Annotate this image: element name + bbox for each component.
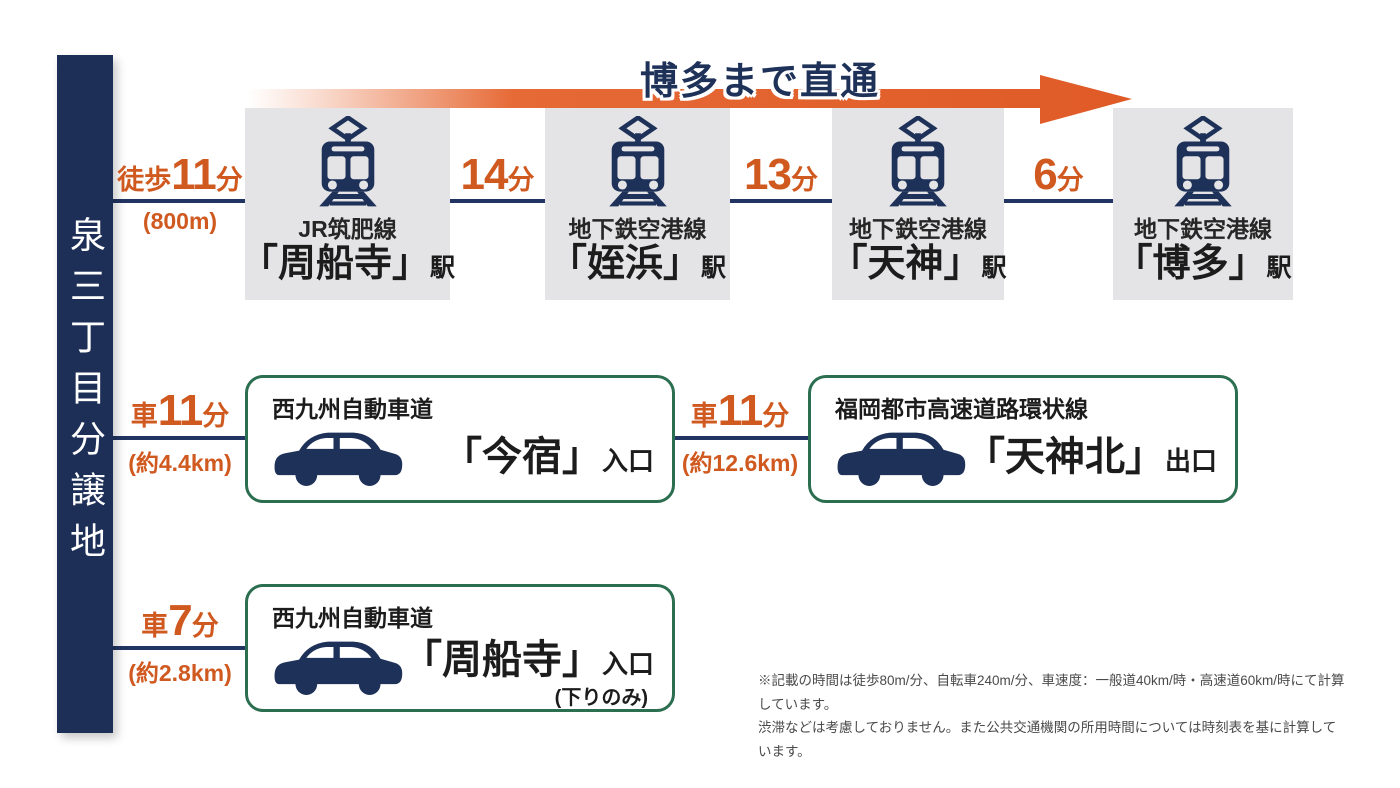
station-line-name: 地下鉄空港線 bbox=[849, 216, 987, 242]
segment-time-1: 14分 bbox=[460, 150, 535, 199]
station-name: 「周船寺」駅 bbox=[239, 243, 456, 285]
segment-time-2: 13分 bbox=[744, 150, 818, 199]
station-name: 「姪浜」駅 bbox=[548, 243, 727, 285]
station-block-meinohama: 地下鉄空港線 「姪浜」駅 bbox=[545, 108, 730, 300]
walk-distance-label: (800m) bbox=[142, 208, 218, 234]
station-block-shusenji: JR筑肥線 「周船寺」駅 bbox=[240, 108, 455, 300]
car-box-shusenji: 西九州自動車道 「周船寺」入口 (下りのみ) bbox=[245, 584, 675, 712]
car-route1-line-a bbox=[113, 436, 248, 440]
arrow-graphic bbox=[248, 75, 1132, 124]
car3-distance-label: (約2.8km) bbox=[128, 660, 232, 686]
station-block-hakata: 地下鉄空港線 「博多」駅 bbox=[1113, 108, 1293, 300]
direct-banner-title: 博多まで直通 bbox=[639, 61, 880, 103]
car-box-imajuku: 西九州自動車道 「今宿」入口 bbox=[245, 375, 675, 503]
station-block-tenjin: 地下鉄空港線 「天神」駅 bbox=[829, 108, 1007, 300]
site-name-bar: 泉三丁目分譲地 bbox=[57, 55, 113, 733]
station-line-name: 地下鉄空港線 bbox=[1134, 216, 1272, 242]
train-icon bbox=[608, 116, 667, 207]
road-name: 西九州自動車道 bbox=[272, 396, 433, 422]
car1-distance-label: (約4.4km) bbox=[128, 450, 232, 476]
exit-name: 「天神北」出口 bbox=[964, 435, 1217, 479]
road-name: 福岡都市高速道路環状線 bbox=[835, 396, 1088, 422]
entrance-note: (下りのみ) bbox=[554, 687, 648, 709]
station-line-name: 地下鉄空港線 bbox=[568, 216, 707, 242]
car-icon bbox=[274, 432, 403, 486]
station-line-name: JR筑肥線 bbox=[298, 216, 397, 242]
segment-time-3: 6分 bbox=[1033, 150, 1084, 199]
direct-arrow bbox=[248, 72, 1132, 128]
footnote-line-2: 渋滞などは考慮しておりません。また公共交通機関の所用時間については時刻表を基に計… bbox=[758, 720, 1337, 759]
car-icon bbox=[274, 641, 403, 695]
road-name: 西九州自動車道 bbox=[272, 605, 433, 631]
car3-time-label: 車7分 bbox=[141, 596, 219, 645]
train-icon bbox=[1174, 116, 1232, 207]
car-route2-line bbox=[113, 646, 248, 650]
train-icon bbox=[889, 116, 947, 207]
car-icon bbox=[837, 432, 966, 486]
car1-time-label: 車11分 bbox=[130, 386, 230, 435]
train-icon bbox=[318, 116, 377, 207]
footnote: ※記載の時間は徒歩80m/分、自転車240m/分、車速度：一般道40km/時・高… bbox=[758, 669, 1348, 764]
station-name: 「天神」駅 bbox=[829, 243, 1007, 285]
entrance-name: 「周船寺」入口 bbox=[401, 638, 654, 682]
walk-time-label: 徒歩11分 bbox=[117, 150, 243, 199]
station-name: 「博多」駅 bbox=[1114, 243, 1292, 285]
entrance-name: 「今宿」入口 bbox=[441, 435, 654, 479]
car2-distance-label: (約12.6km) bbox=[681, 450, 799, 476]
site-name-label: 泉三丁目分譲地 bbox=[65, 215, 105, 573]
car-box-tenjinkita: 福岡都市高速道路環状線 「天神北」出口 bbox=[808, 375, 1238, 503]
footnote-line-1: ※記載の時間は徒歩80m/分、自転車240m/分、車速度：一般道40km/時・高… bbox=[758, 673, 1345, 712]
car2-time-label: 車11分 bbox=[690, 386, 790, 435]
car-route1-line-b bbox=[672, 436, 808, 440]
